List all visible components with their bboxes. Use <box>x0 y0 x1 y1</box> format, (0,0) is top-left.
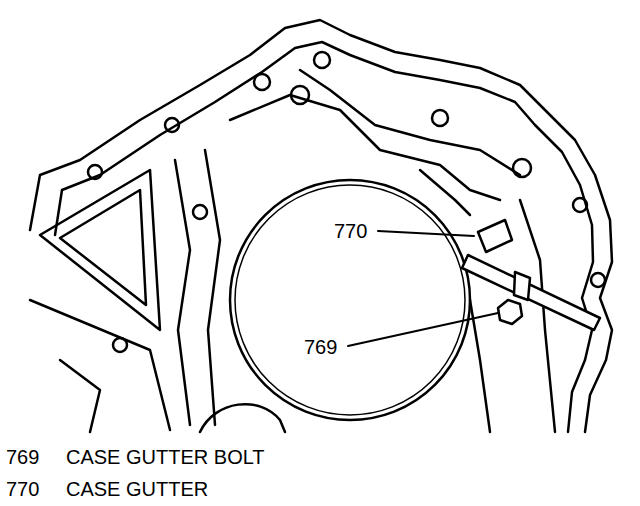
case-channel <box>470 300 490 432</box>
case-bore <box>235 185 465 415</box>
case-inner-outline <box>55 42 593 432</box>
case-rib <box>175 160 190 425</box>
case-bore <box>230 180 470 420</box>
case-web <box>230 95 500 200</box>
callout-number: 769 <box>302 336 339 358</box>
case-lower-rib <box>60 360 100 432</box>
bolt-hole <box>513 159 531 177</box>
leader-line <box>348 313 498 346</box>
case-rib <box>30 300 170 430</box>
case-web <box>300 70 520 175</box>
case-channel <box>520 200 555 432</box>
bolt-hole <box>165 118 179 132</box>
case-rib <box>205 150 220 425</box>
bolt-hole <box>432 110 448 126</box>
bolt-hole <box>193 205 207 219</box>
legend-number: 770 <box>4 478 41 500</box>
bolt-hole <box>88 165 102 179</box>
case-rib <box>40 170 160 330</box>
bolt-hole <box>573 198 587 212</box>
bolt-hole <box>314 52 330 68</box>
part-name: CASE GUTTER <box>64 478 210 500</box>
bolt-hole <box>591 273 605 287</box>
bolt-hole <box>291 86 309 104</box>
part-name: CASE GUTTER BOLT <box>64 446 267 468</box>
case-rib <box>60 190 146 305</box>
case-lower-bore <box>200 404 285 432</box>
case-gutter <box>478 220 512 252</box>
case-gutter <box>514 272 530 300</box>
gutter-bolt <box>498 300 522 324</box>
callout-number: 770 <box>332 220 369 242</box>
bolt-hole <box>254 74 270 90</box>
case-outline <box>30 20 612 432</box>
bolt-hole <box>113 338 127 352</box>
leader-line <box>378 231 474 236</box>
case-gutter <box>462 255 600 330</box>
legend-number: 769 <box>4 446 41 468</box>
